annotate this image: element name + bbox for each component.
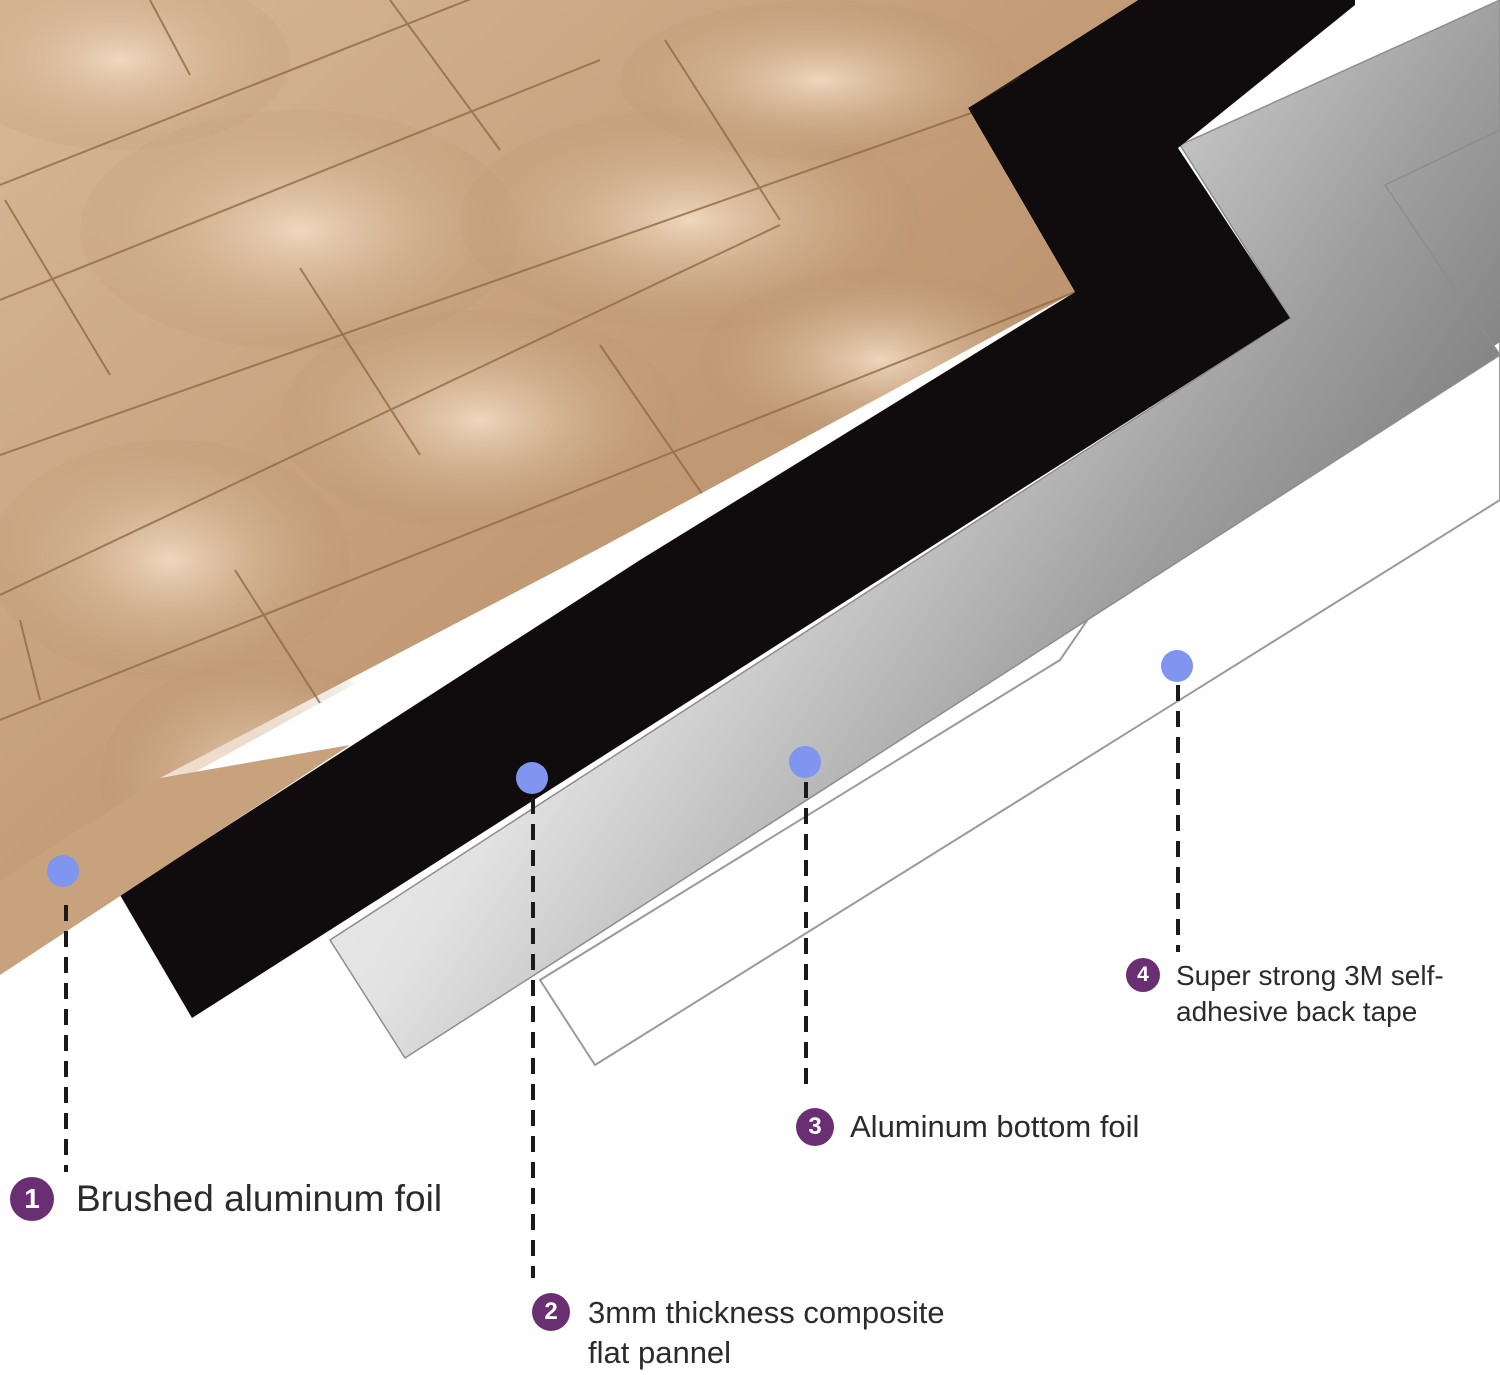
badge-1: 1	[10, 1177, 54, 1221]
callout-4-line-1: Super strong 3M self-	[1176, 960, 1444, 991]
callout-3-line-1: Aluminum bottom foil	[850, 1109, 1140, 1144]
callout-1-line-1: Brushed aluminum foil	[76, 1178, 443, 1219]
callout-4: 4 Super strong 3M self- adhesive back ta…	[1126, 958, 1444, 1031]
composite-panel-layer	[120, 0, 1355, 1018]
badge-3: 3	[796, 1108, 834, 1146]
badge-4: 4	[1126, 958, 1160, 992]
badge-2: 2	[532, 1293, 570, 1331]
callout-2-text: 3mm thickness composite flat pannel	[588, 1293, 945, 1374]
callout-1: 1 Brushed aluminum foil	[10, 1177, 442, 1221]
callout-1-text: Brushed aluminum foil	[76, 1177, 442, 1221]
callout-4-line-2: adhesive back tape	[1176, 996, 1418, 1028]
marker-dot-4	[1161, 650, 1193, 682]
marker-dot-3	[789, 746, 821, 778]
callout-2: 2 3mm thickness composite flat pannel	[532, 1293, 945, 1374]
marker-dot-1	[47, 855, 79, 887]
callout-3-text: Aluminum bottom foil	[850, 1108, 1139, 1145]
leader-lines	[64, 685, 1180, 1278]
callout-4-text: Super strong 3M self- adhesive back tape	[1176, 958, 1444, 1031]
marker-dot-2	[516, 762, 548, 794]
callout-3: 3 Aluminum bottom foil	[796, 1108, 1139, 1146]
callout-2-line-1: 3mm thickness composite	[588, 1295, 945, 1330]
callout-2-line-2: flat pannel	[588, 1335, 732, 1371]
